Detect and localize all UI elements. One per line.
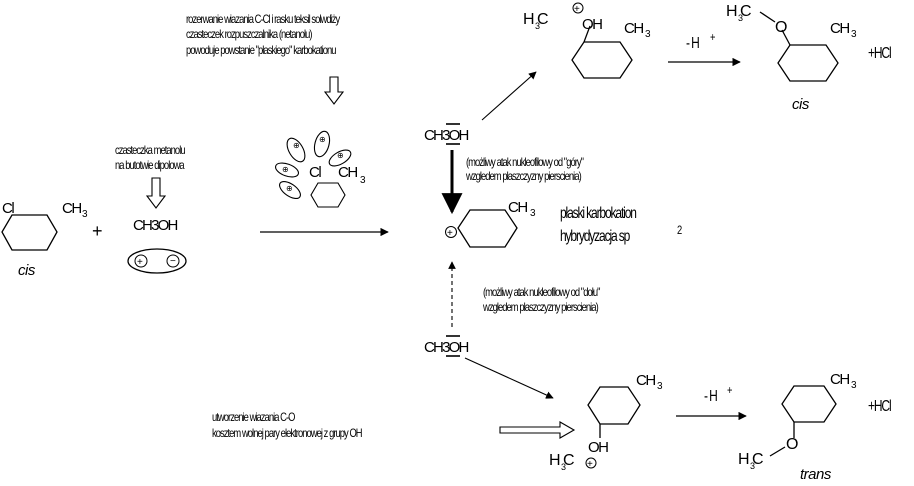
oxonium-charge-top: [572, 2, 584, 14]
h3c-ether-top: H C: [726, 3, 751, 20]
solvated-substrate: [274, 130, 352, 208]
methanol-bottom: CH3OH: [424, 339, 468, 356]
h3c-sub-bottom: 3: [561, 462, 566, 472]
oxonium-charge-bottom: [585, 457, 597, 469]
ch3-sub-ether-top: 3: [851, 29, 857, 40]
plus-hcl-top: +HCl: [868, 45, 892, 62]
o-ether-bottom: O: [786, 436, 798, 453]
cis-ether-product: [759, 11, 839, 82]
trans-product-label: trans: [800, 466, 831, 483]
h3c-oxonium-top: H C: [523, 11, 548, 28]
ch3-label-solvated: CH: [338, 164, 357, 181]
svg-text:⊕: ⊕: [282, 165, 289, 174]
note-top-line-3: powoduje powstanie "płaskiego" karbokati…: [186, 43, 336, 57]
svg-text:⊕: ⊕: [319, 135, 326, 144]
ch3-sub-oxonium-top: 3: [645, 29, 651, 40]
note-bottom-attack-line-2: wzgledem płaszczyzny pierscienia): [483, 300, 599, 314]
note-bottom-attack-line-1: (możliwy atak nukleofilowy od "dołu": [483, 285, 600, 299]
cis-left-label: cis: [18, 262, 35, 279]
ch3-sub-start: 3: [82, 209, 88, 220]
lone-pair-top: [446, 123, 460, 145]
ch3-sub-ether-bottom: 3: [851, 380, 857, 391]
oh-oxonium-bottom: OH: [588, 439, 608, 456]
h3c-ether-bottom: H C: [738, 451, 763, 468]
cis-oxonium: [571, 25, 633, 79]
ch3-label-start: CH: [62, 200, 81, 217]
arrow-to-cis-oxonium: [481, 71, 537, 121]
note-top-attack-line-1: (możliwy atak nukleofilowy od "góry": [466, 155, 584, 169]
ch3-oxonium-bottom: CH: [636, 372, 655, 389]
plus-sign: +: [92, 221, 103, 241]
lone-pair-bottom: [446, 335, 460, 357]
hollow-arrow-bottom: [499, 421, 576, 439]
dipole-ellipse: + −: [127, 248, 187, 274]
svg-text:⊕: ⊕: [337, 151, 344, 160]
ch3-sub-solvated: 3: [360, 175, 366, 186]
trans-oxonium: [587, 386, 641, 438]
carbocation: [445, 209, 518, 248]
h3c-sub-ether-top: 3: [738, 13, 743, 23]
minus-h-bottom: - H: [704, 388, 718, 405]
note-top-line-2: czasteczek rozpuszczalnika (netanolu): [186, 27, 313, 41]
solvation-charges: ⊕ ⊕ ⊕ ⊕ ⊕: [282, 135, 344, 193]
trans-ether-product: [769, 385, 837, 457]
ch3-ether-top: CH: [830, 20, 849, 37]
svg-text:−: −: [170, 256, 176, 267]
minus-h-top: - H: [686, 35, 700, 52]
cis-chlorocyclohexane: [1, 214, 58, 251]
cl-label-start: Cl: [2, 200, 14, 217]
svg-text:⊕: ⊕: [293, 141, 300, 150]
note-bottom-line-1: utworzenie wiazania C-O: [212, 410, 295, 424]
svg-text:⊕: ⊕: [286, 184, 293, 193]
cis-product-label: cis: [792, 96, 809, 113]
hybridization-superscript: 2: [677, 223, 682, 237]
methanol-formula: CH3OH: [133, 217, 177, 234]
minus-h-bottom-superscript: +: [727, 383, 732, 397]
note-bottom-line-2: kosztem wolnej pary elektronowej z grupy…: [212, 426, 363, 440]
o-ether-top: O: [775, 19, 787, 36]
oh-oxonium-top: OH: [582, 16, 602, 33]
note-top-attack-line-2: wzgledem płaszczyzny pierscienia): [466, 169, 582, 183]
svg-text:+: +: [137, 257, 143, 268]
oxonium-charge-bottom-sign: +: [587, 459, 593, 470]
h3c-sub-ether-bottom: 3: [750, 461, 755, 471]
hollow-arrow-top: [323, 76, 345, 105]
hollow-arrow-left: [145, 177, 167, 209]
h3c-oxonium-bottom: H C: [549, 452, 574, 469]
ch3-ether-bottom: CH: [830, 371, 849, 388]
cl-label-solvated: Cl: [309, 164, 321, 181]
note-left-line-2: na butotwie dipolowa: [115, 158, 185, 172]
hybridization-label: hybrydyzacja sp: [560, 228, 630, 245]
minus-h-top-superscript: +: [710, 30, 715, 44]
oxonium-charge-top-sign: +: [574, 4, 580, 15]
ch3-oxonium-top: CH: [624, 20, 643, 37]
note-left-line-1: czasteczka metanolu: [115, 143, 186, 157]
plus-hcl-bottom: +HCl: [868, 398, 892, 415]
ch3-sub-oxonium-bottom: 3: [657, 381, 663, 392]
carbocation-label: płaski karbokation: [560, 205, 637, 222]
note-top-line-1: rozerwanie wiazania C-Cl i rasku teksil …: [186, 12, 340, 26]
ch3-sub-carbocation: 3: [530, 208, 536, 219]
arrow-to-trans-oxonium: [464, 357, 554, 399]
methanol-top: CH3OH: [424, 127, 468, 144]
carbocation-plus: +: [447, 228, 453, 239]
ch3-label-carbocation: CH: [508, 199, 527, 216]
h3c-sub-top: 3: [535, 21, 540, 31]
